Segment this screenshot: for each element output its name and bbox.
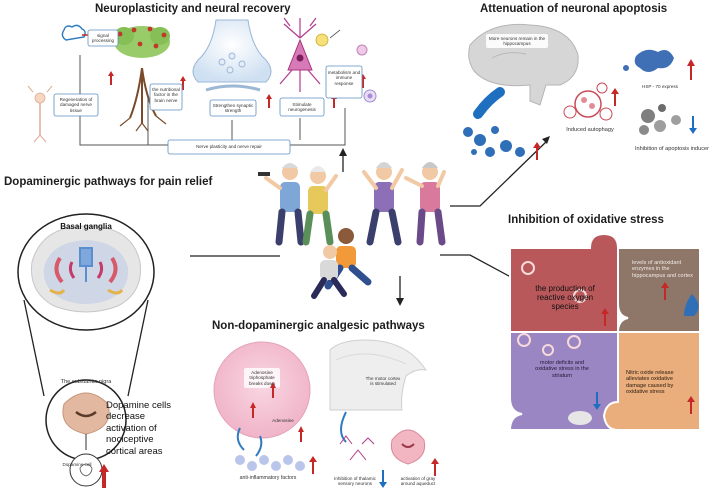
label-nerve-repair: Nerve plasticity and nerve repair [196, 144, 262, 149]
non-dopaminergic-panel [213, 339, 439, 488]
label-adenosine: Adenosine [272, 418, 294, 423]
heading-dopaminergic: Dopaminergic pathways for pain relief [4, 176, 213, 188]
apoptosis-panel [463, 23, 697, 160]
label-regeneration: Regeneration of damaged nerve tissue [59, 97, 93, 113]
label-metabolism: metabolism and immune response [327, 70, 361, 86]
heading-oxidative: Inhibition of oxidative stress [508, 214, 664, 226]
exercising-people [258, 162, 446, 299]
label-nitric-oxide: Nitric oxide release alleviates oxidativ… [626, 370, 674, 396]
label-autophagy: Induced autophagy [566, 127, 614, 133]
label-basal-ganglia: Basal ganglia [60, 222, 112, 231]
label-motor-cortex: The motor cortex is stimulated [365, 376, 401, 387]
label-dopamine-text: Dopamine cells decrease activation of no… [106, 400, 171, 457]
label-nutritional-factor: the nutritional factor in the brain nerv… [152, 87, 180, 103]
heading-apoptosis: Attenuation of neuronal apoptosis [480, 3, 668, 15]
label-substantia-nigra: The substantia nigra [60, 379, 112, 385]
heading-non-dopaminergic: Non-dopaminergic analgesic pathways [212, 320, 425, 332]
label-neurogenesis: Stimulate neurogenesis [288, 102, 316, 113]
label-gray-aqueduct: activation of gray around aqueduct [400, 476, 436, 487]
oxidative-panel [508, 232, 701, 431]
label-thalamic: Inhibition of thalamic sensory neurons [334, 476, 376, 487]
label-inhibition-inducer: Inhibition of apoptosis inducer [634, 146, 709, 152]
label-dopamine-cell: Dopamine cell [62, 462, 92, 467]
label-hsp70: HSP - 70 express [642, 84, 678, 89]
label-reactive-oxygen: the production of reactive oxygen specie… [535, 284, 595, 312]
label-motor-deficits: motor deficits and oxidative stress in t… [535, 360, 589, 379]
label-atp-breakdown: Adenosine triphosphate breaks down [248, 370, 276, 386]
label-antioxidant: levels of antioxidant enzymes in the hip… [632, 260, 693, 279]
label-anti-inflammatory: anti-inflammatory factors [239, 475, 297, 481]
heading-neuroplasticity: Neuroplasticity and neural recovery [95, 3, 291, 15]
label-hippocampus: More neurons remain in the hippocampus [488, 36, 546, 47]
label-synaptic-strength: Strengthen synaptic strength [212, 103, 254, 114]
label-signal-processing: signal processing [91, 33, 115, 44]
dopaminergic-panel [0, 196, 190, 498]
neuroplasticity-panel [27, 17, 377, 155]
